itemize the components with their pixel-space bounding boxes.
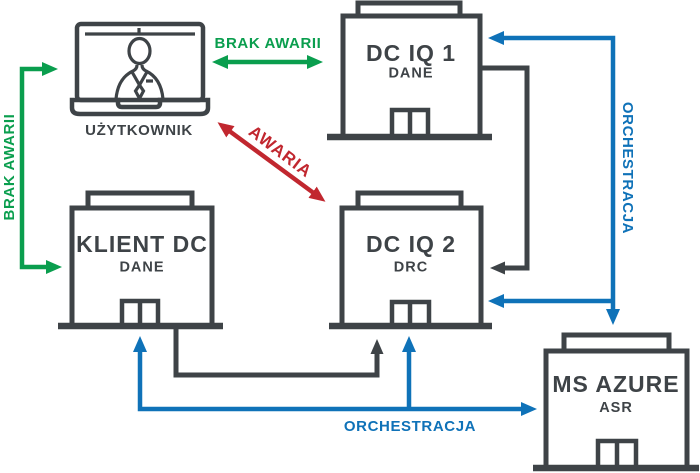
person-avatar-icon xyxy=(114,36,165,102)
arrow-awaria xyxy=(217,122,326,202)
building-parapet xyxy=(561,332,672,351)
label-brak-awarii-left: BRAK AWARII xyxy=(1,114,18,221)
arrow-brak-awarii-left xyxy=(19,62,62,274)
node-title: DC IQ 1 xyxy=(366,40,456,66)
node-title: MS AZURE xyxy=(552,371,679,397)
building-parapet xyxy=(355,190,464,208)
node-subtitle: ASR xyxy=(599,400,633,416)
arrow-orchestracja-azure-dciq1 xyxy=(488,31,620,325)
user-label: UŻYTKOWNIK xyxy=(85,122,193,139)
building-outline xyxy=(543,348,690,468)
node-subtitle: DRC xyxy=(394,260,428,276)
node-dc-iq-2: DC IQ 2 DRC xyxy=(329,190,492,330)
laptop-base-icon xyxy=(69,97,211,117)
label-brak-awarii-top: BRAK AWARII xyxy=(215,35,322,52)
building-outline xyxy=(69,205,215,326)
building-outline xyxy=(339,205,484,326)
node-subtitle: DANE xyxy=(388,66,433,82)
node-subtitle: DANE xyxy=(119,260,164,276)
building-parapet xyxy=(355,0,463,16)
person-body-left xyxy=(114,64,139,100)
person-tie xyxy=(133,82,146,102)
label-orchestracja-bottom: ORCHESTRACJA xyxy=(344,418,476,435)
node-title: DC IQ 2 xyxy=(366,231,456,257)
node-ms-azure: MS AZURE ASR xyxy=(533,332,699,472)
person-head xyxy=(127,36,152,66)
node-klient-dc: KLIENT DC DANE xyxy=(58,190,223,330)
building-outline xyxy=(340,13,483,137)
arrow-klientdc-to-dciq2 xyxy=(173,329,384,378)
node-title: KLIENT DC xyxy=(76,231,208,257)
node-dc-iq-1: DC IQ 1 DANE xyxy=(327,0,492,141)
building-parapet xyxy=(85,190,195,208)
arrow-dciq1-to-dciq2 xyxy=(480,65,530,275)
label-orchestracja-right: ORCHESTRACJA xyxy=(619,102,636,234)
arrow-orchestracja-bottom xyxy=(133,336,537,416)
node-user: UŻYTKOWNIK xyxy=(69,21,211,139)
